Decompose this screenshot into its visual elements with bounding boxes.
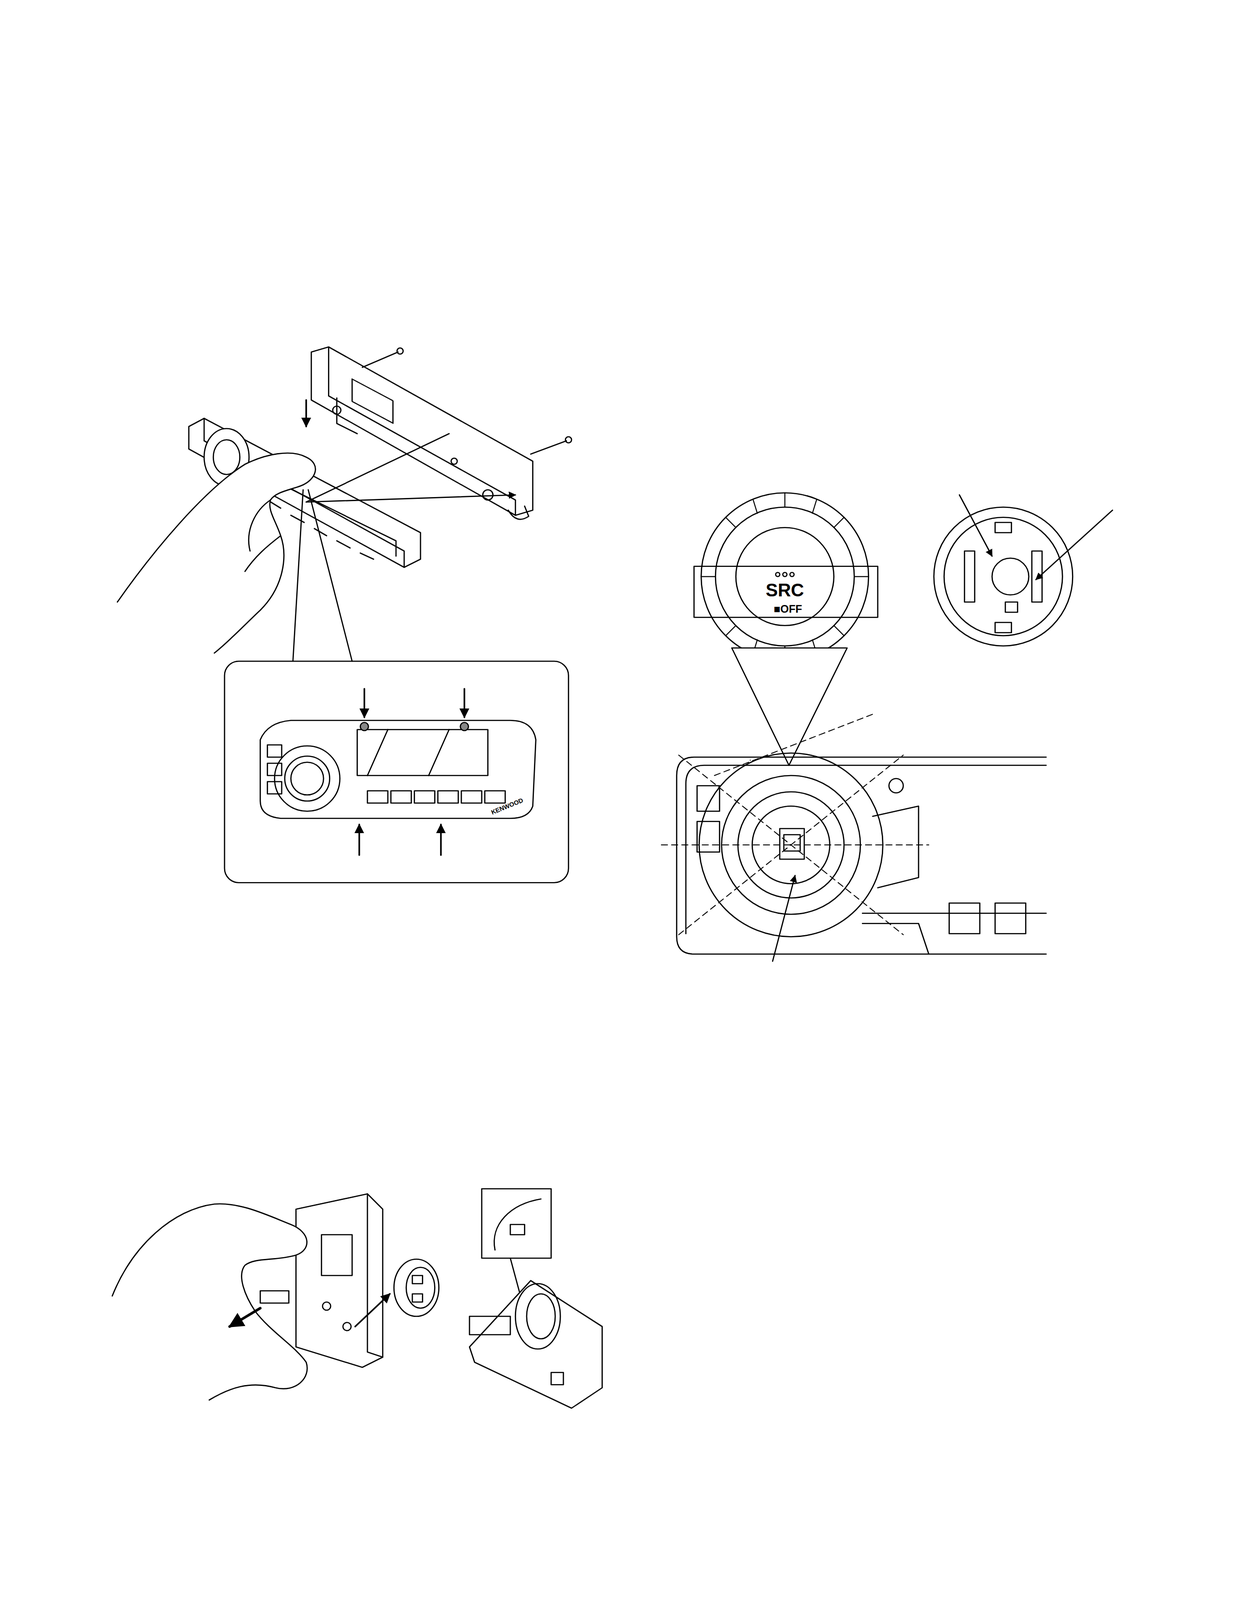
faceplate-rear-assembled bbox=[469, 1281, 603, 1409]
knob bbox=[394, 1259, 440, 1317]
knob-back bbox=[933, 507, 1073, 646]
hand bbox=[112, 1204, 308, 1401]
projection-arrow bbox=[731, 648, 847, 766]
rear-bracket bbox=[311, 347, 572, 520]
hand bbox=[117, 453, 316, 654]
detail-inset bbox=[481, 1188, 552, 1259]
brand-logo: KENWOOD bbox=[488, 796, 526, 817]
faceplate-front-section bbox=[661, 714, 1047, 955]
button-label: SRC bbox=[763, 580, 806, 600]
button-label: ■OFF bbox=[772, 603, 804, 616]
inset-faceplate bbox=[260, 720, 537, 819]
knob-front bbox=[694, 493, 878, 661]
inset-frame bbox=[224, 661, 569, 883]
